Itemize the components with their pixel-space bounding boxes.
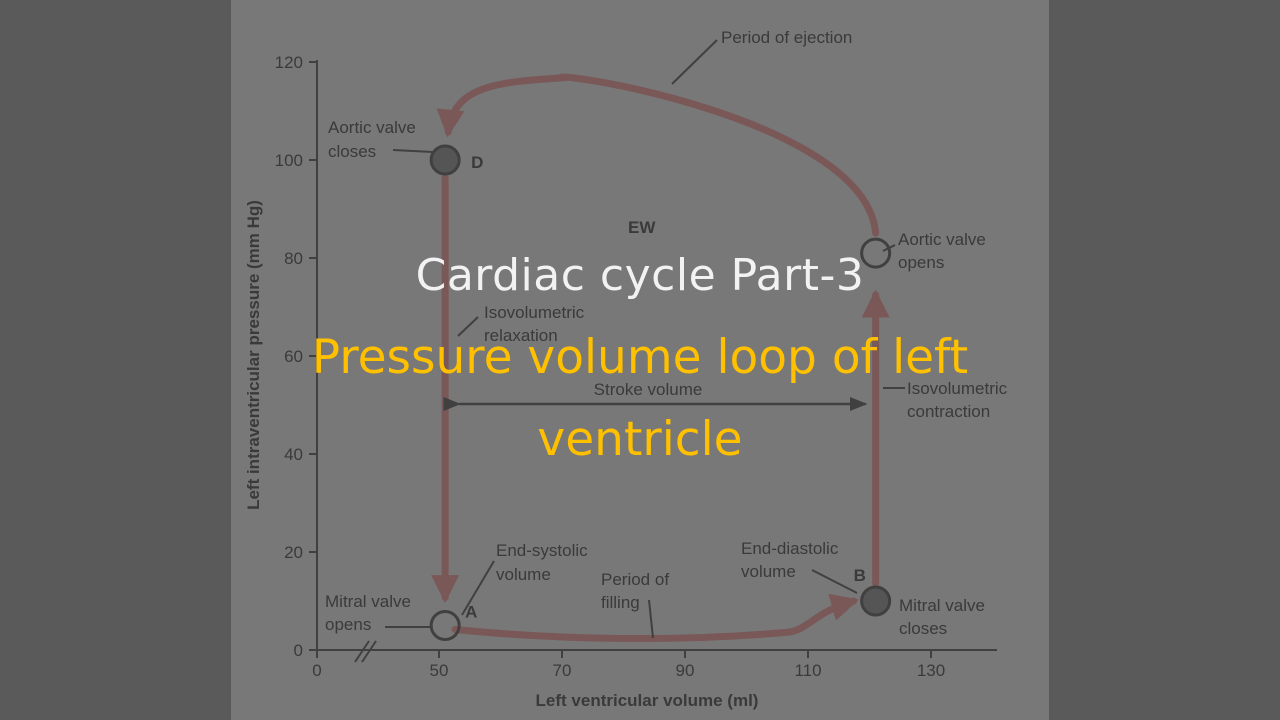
x-tick-label: 0 [312,661,321,680]
isovolumetric-contraction-label-1: Isovolumetric [907,379,1008,398]
y-ticks: 0 20 40 60 80 100 120 [275,53,317,660]
isovolumetric-relaxation-label-2: relaxation [484,326,558,345]
y-tick-label: 20 [284,543,303,562]
mitral-valve-opens-label-2: opens [325,615,371,634]
loop-point-d [429,144,461,176]
leader-lines [385,39,905,639]
x-tick-label: 90 [676,661,695,680]
x-ticks: 0 50 70 90 110 130 [312,650,945,680]
mitral-valve-closes-label-1: Mitral valve [899,596,985,615]
relaxation-leader [457,316,479,337]
isovolumetric-contraction-label-2: contraction [907,402,990,421]
loop-point-a [429,610,461,641]
y-tick-label: 40 [284,445,303,464]
y-tick-label: 100 [275,151,303,170]
isovolumetric-relaxation-label-1: Isovolumetric [484,303,585,322]
end-diastolic-leader [811,569,858,594]
pv-loop [431,73,890,643]
aortic-opens-leader [882,244,896,252]
y-tick-label: 60 [284,347,303,366]
loop-point-b [860,585,892,617]
end-systolic-label-2: volume [496,565,551,584]
stroke-volume-label: Stroke volume [594,380,703,399]
y-axis-title: Left intraventricular pressure (mm Hg) [244,200,263,510]
ejection-curve [436,73,880,237]
aortic-valve-opens-label-1: Aortic valve [898,230,986,249]
end-systolic-label-1: End-systolic [496,541,588,560]
loop-points: A B D [429,144,892,641]
slide-title: Cardiac cycle Part-3 [415,250,865,301]
diagram-panel [231,0,1049,720]
end-diastolic-label-1: End-diastolic [741,539,839,558]
x-tick-label: 70 [553,661,572,680]
x-tick-label: 130 [917,661,945,680]
slide-subtitle-line-1: Pressure volume loop of left [311,330,969,385]
annotations: Period of ejection Aortic valve closes E… [325,28,1008,638]
y-tick-label: 0 [294,641,303,660]
end-diastolic-label-2: volume [741,562,796,581]
filling-curve [451,593,860,643]
x-tick-label: 50 [430,661,449,680]
x-tick-label: 110 [794,661,821,680]
loop-point-c [860,237,892,269]
y-tick-label: 120 [275,53,303,72]
slide-subtitle-line-2: ventricle [537,412,743,467]
loop-point-label-d: D [471,153,483,172]
y-tick-label: 80 [284,249,303,268]
x-axis-title: Left ventricular volume (ml) [536,691,759,710]
loop-point-label-a: A [465,603,477,622]
ew-label: EW [628,218,656,237]
aortic-valve-opens-label-2: opens [898,253,944,272]
period-of-filling-label-1: Period of [601,570,669,589]
x-axis-break [354,640,377,663]
aortic-valve-closes-label-2: closes [328,142,376,161]
filling-leader [648,599,654,639]
mitral-valve-closes-label-2: closes [899,619,947,638]
ejection-leader [671,39,718,85]
mitral-valve-opens-label-1: Mitral valve [325,592,411,611]
period-of-filling-label-2: filling [601,593,640,612]
axes: 0 20 40 60 80 100 120 0 50 70 90 110 130 Left ventr… [244,53,997,710]
aortic-closes-leader [392,149,434,153]
end-systolic-leader [461,560,495,616]
aortic-valve-closes-label-1: Aortic valve [328,118,416,137]
loop-point-label-b: B [854,566,866,585]
period-of-ejection-label: Period of ejection [721,28,852,47]
